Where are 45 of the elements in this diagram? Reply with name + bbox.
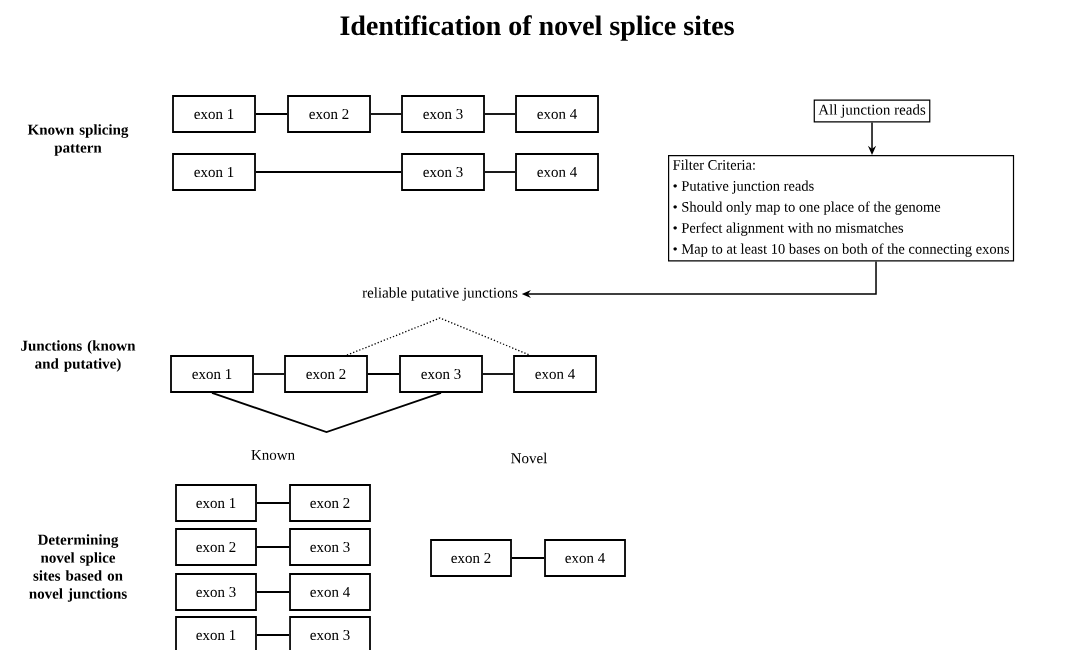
exon-box: exon 4 xyxy=(515,95,599,133)
junction-line xyxy=(370,113,402,115)
exon-box: exon 4 xyxy=(513,355,597,393)
process-box: All junction reads xyxy=(813,99,931,123)
exon-box: exon 3 xyxy=(399,355,483,393)
title: Identification of novel splice sites xyxy=(340,15,734,41)
exon-box: exon 4 xyxy=(289,573,371,611)
group-label: Novel xyxy=(511,452,548,464)
exon-box: exon 3 xyxy=(401,153,485,191)
exon-box: exon 2 xyxy=(284,355,368,393)
exon-box: exon 1 xyxy=(175,616,257,650)
junction-line xyxy=(484,171,516,173)
junction-line xyxy=(367,373,400,375)
exon-box: exon 3 xyxy=(175,573,257,611)
junction-line xyxy=(511,557,545,559)
junction-line xyxy=(255,113,288,115)
junction-line xyxy=(256,634,290,636)
side-label: Determining novel splice sites based on novel junctions xyxy=(29,534,127,602)
junction-line xyxy=(346,317,531,356)
junction-line xyxy=(256,546,290,548)
criteria-box: Filter Criteria: • Putative junction reads • Should only map to one place of the genome • Perfect alignment with no mismatches • Map to at least 10 bases on both of the connecting exons xyxy=(668,155,1015,262)
exon-box: exon 1 xyxy=(172,153,256,191)
exon-box: exon 2 xyxy=(289,484,371,522)
exon-box: exon 2 xyxy=(287,95,371,133)
exon-box: exon 4 xyxy=(515,153,599,191)
exon-box: exon 2 xyxy=(175,528,257,566)
junction-line xyxy=(255,171,402,173)
exon-box: exon 3 xyxy=(401,95,485,133)
exon-box: exon 2 xyxy=(430,539,512,577)
exon-box: exon 4 xyxy=(544,539,626,577)
exon-box: exon 1 xyxy=(170,355,254,393)
group-label: Known xyxy=(251,450,295,460)
exon-box: exon 1 xyxy=(175,484,257,522)
junction-line xyxy=(256,502,290,504)
junction-line xyxy=(256,591,290,593)
junction-line xyxy=(484,113,516,115)
exon-box: exon 3 xyxy=(289,528,371,566)
exon-box: exon 1 xyxy=(172,95,256,133)
junction-line xyxy=(253,373,285,375)
result-text: reliable putative junctions xyxy=(362,287,518,301)
junction-line xyxy=(211,392,442,433)
side-label: Known splicing pattern xyxy=(27,124,129,156)
side-label: Junctions (known and putative) xyxy=(21,340,136,372)
junction-line xyxy=(482,373,514,375)
exon-box: exon 3 xyxy=(289,616,371,650)
